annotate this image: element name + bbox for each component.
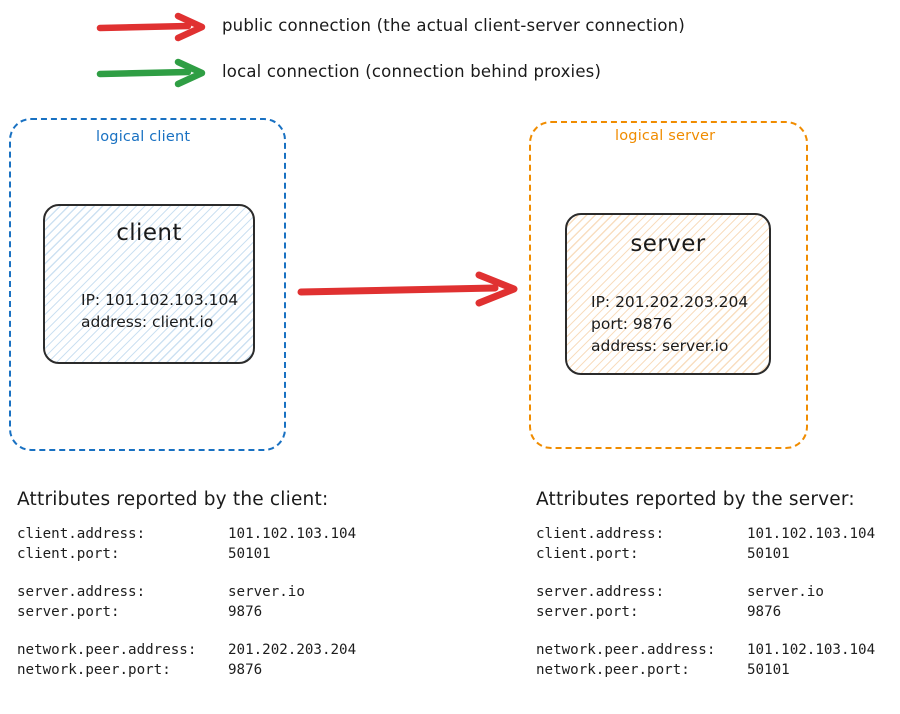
attribute-row: network.peer.address: 201.202.203.204: [17, 640, 356, 660]
attribute-value: 9876: [747, 604, 782, 620]
attribute-key: client.address:: [536, 526, 665, 542]
server-node[interactable]: server IP: 201.202.203.204 port: 9876 ad…: [565, 213, 771, 375]
attribute-row: client.port: 50101: [17, 544, 356, 564]
attribute-key: server.port:: [17, 604, 120, 620]
attribute-row: network.peer.address: 101.102.103.104: [536, 640, 875, 660]
client-node-line-ip: IP: 101.102.103.104: [81, 291, 239, 309]
legend-item-local-connection: local connection (connection behind prox…: [222, 62, 601, 81]
attribute-value: 101.102.103.104: [747, 526, 876, 542]
client-attribute-groups: client.address: 101.102.103.104 client.por…: [17, 524, 356, 680]
attribute-group: client.address: 101.102.103.104 client.por…: [536, 524, 875, 564]
server-attributes-table: Attributes reported by the server: clien…: [536, 489, 875, 680]
attribute-row: client.address: 101.102.103.104: [17, 524, 356, 544]
attribute-key: client.address:: [17, 526, 146, 542]
server-node-line-address: address: server.io: [591, 337, 729, 355]
client-attributes-table: Attributes reported by the client: clien…: [17, 489, 356, 680]
legend-label-local-connection: local connection (connection behind prox…: [222, 62, 602, 81]
attribute-key: client.port:: [17, 546, 120, 562]
attribute-row: client.port: 50101: [536, 544, 875, 564]
server-node-line-port: port: 9876: [591, 315, 673, 333]
legend-item-public-connection: public connection (the actual client-ser…: [222, 16, 685, 35]
client-node-line-address: address: client.io: [81, 313, 214, 331]
attribute-key: server.address:: [17, 584, 146, 600]
attribute-row: client.address: 101.102.103.104: [536, 524, 875, 544]
attribute-row: server.address: server.io: [17, 582, 356, 602]
attribute-value: 9876: [228, 604, 263, 620]
attribute-value: 101.102.103.104: [747, 642, 876, 658]
attribute-key: client.port:: [536, 546, 639, 562]
attribute-row: server.address: server.io: [536, 582, 875, 602]
attribute-row: server.port: 9876: [17, 602, 356, 622]
public-connection-arrow-icon: [297, 271, 518, 307]
legend-arrow-right-red-icon: [96, 12, 206, 42]
attribute-value: 101.102.103.104: [228, 526, 357, 542]
attribute-value: server.io: [747, 584, 824, 600]
attribute-row: network.peer.port: 50101: [536, 660, 875, 680]
client-attributes-heading: Attributes reported by the client:: [17, 489, 329, 510]
logical-server-container: [529, 121, 808, 449]
logical-server-caption: logical server: [615, 128, 716, 144]
attribute-key: network.peer.port:: [536, 662, 690, 678]
logical-client-container: [9, 118, 286, 451]
attribute-key: network.peer.address:: [17, 642, 197, 658]
client-node-details: IP: 101.102.103.104 address: client.io: [81, 289, 238, 333]
legend-arrow-right-green-icon: [96, 58, 206, 88]
attribute-key: server.port:: [536, 604, 639, 620]
attribute-group: server.address: server.io server.port: 9876: [536, 582, 875, 622]
attribute-key: server.address:: [536, 584, 665, 600]
attribute-key: network.peer.address:: [536, 642, 716, 658]
server-node-details: IP: 201.202.203.204 port: 9876 address: …: [591, 291, 748, 357]
logical-client-caption: logical client: [96, 129, 191, 145]
attribute-group: server.address: server.io server.port: 9876: [17, 582, 356, 622]
server-node-line-ip: IP: 201.202.203.204: [591, 293, 749, 311]
attribute-key: network.peer.port:: [17, 662, 171, 678]
client-node-title: client: [116, 220, 182, 246]
attribute-value: server.io: [228, 584, 305, 600]
server-attributes-heading: Attributes reported by the server:: [536, 489, 855, 510]
attribute-value: 50101: [747, 662, 790, 678]
attribute-group: client.address: 101.102.103.104 client.por…: [17, 524, 356, 564]
attribute-row: network.peer.port: 9876: [17, 660, 356, 680]
client-node[interactable]: client IP: 101.102.103.104 address: clie…: [43, 204, 255, 364]
legend-label-public-connection: public connection (the actual client-ser…: [222, 16, 685, 35]
attribute-value: 50101: [747, 546, 790, 562]
attribute-value: 201.202.203.204: [228, 642, 357, 658]
attribute-value: 9876: [228, 662, 263, 678]
attribute-value: 50101: [228, 546, 271, 562]
attribute-row: server.port: 9876: [536, 602, 875, 622]
server-attribute-groups: client.address: 101.102.103.104 client.por…: [536, 524, 875, 680]
server-node-title: server: [630, 231, 706, 257]
